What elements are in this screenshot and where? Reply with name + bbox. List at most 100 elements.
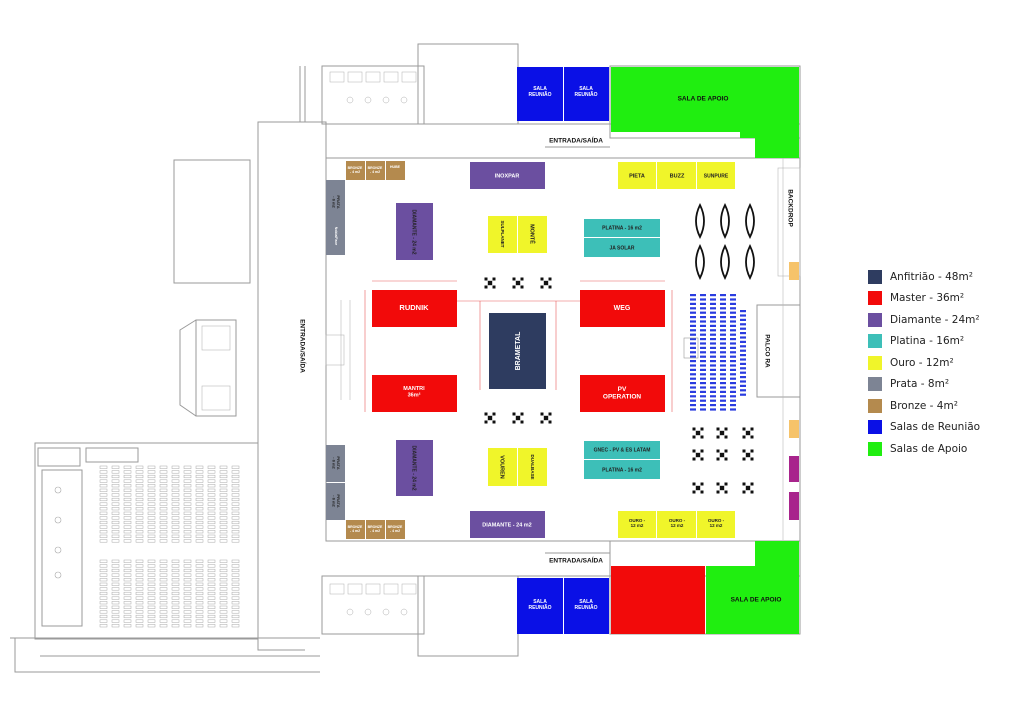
booth-ouro-2[interactable] (657, 511, 696, 538)
auditorium-seat (195, 497, 204, 502)
booth-ja-solar[interactable] (584, 238, 660, 257)
booth-buzz[interactable] (657, 162, 696, 189)
booth-gnec[interactable] (584, 441, 660, 459)
cocktail-stool (484, 412, 488, 416)
booth-diamante-left-top[interactable] (396, 203, 433, 260)
auditorium-seat (183, 474, 192, 479)
stage-chair (710, 324, 716, 327)
auditorium-seat (219, 479, 228, 483)
booth-hube[interactable] (386, 161, 405, 180)
auditorium-seat (147, 539, 156, 543)
auditorium-seat (135, 511, 144, 515)
cocktail-stool (492, 285, 496, 289)
stage-chair (730, 395, 736, 398)
booth-bronze-1[interactable] (346, 161, 365, 180)
auditorium-seat (123, 516, 132, 520)
auditorium-seat (231, 465, 240, 469)
stage-chair (740, 376, 746, 379)
auditorium-seat (219, 530, 228, 534)
auditorium-seat (195, 516, 204, 520)
auditorium-seat (171, 591, 180, 596)
meeting-room-1[interactable] (517, 67, 563, 121)
restroom-stall (401, 71, 417, 83)
stage-chair (720, 351, 726, 354)
booth-prata-bottom-b[interactable] (326, 483, 345, 520)
booth-prata-top-label: PRATA- 8 m2 (331, 195, 341, 208)
auditorium-seat (159, 502, 168, 506)
stage-chair (710, 395, 716, 398)
auditorium-seat (99, 534, 108, 538)
auditorium-seat (183, 516, 192, 520)
booth-platina-1[interactable] (584, 219, 660, 237)
lounge-chair (695, 243, 705, 281)
auditorium-seat (195, 610, 204, 614)
stage-chair (730, 324, 736, 327)
booth-sulplanet[interactable] (488, 216, 517, 253)
stage-chair (690, 342, 696, 345)
auditorium-seat (111, 596, 120, 600)
booth-pieta[interactable] (618, 162, 656, 189)
booth-bronze-5[interactable] (386, 520, 405, 539)
auditorium-seat (171, 465, 180, 469)
master-room-bottom[interactable] (611, 566, 705, 634)
booth-prata-top[interactable] (326, 180, 345, 255)
auditorium-seat (135, 488, 144, 492)
booth-dualbase[interactable] (518, 448, 547, 486)
booth-rudnik[interactable] (372, 290, 457, 327)
booth-prata-bottom-a[interactable] (326, 445, 345, 482)
meeting-room-4[interactable] (564, 578, 609, 634)
stage-chair (700, 355, 706, 358)
stage-chair (720, 364, 726, 367)
cocktail-table (487, 415, 493, 421)
booth-diamante-left-bottom[interactable] (396, 440, 433, 496)
booth-ouro-1[interactable] (618, 511, 656, 538)
meeting-room-3[interactable] (517, 578, 563, 634)
support-room-top[interactable] (611, 67, 799, 158)
stage-chair (690, 373, 696, 376)
auditorium-seat (99, 624, 108, 628)
auditorium-seat (231, 564, 240, 568)
legend-item: Ouro - 12m² (868, 352, 1018, 374)
booth-brametal[interactable] (489, 313, 546, 389)
legend-label: Prata - 8m² (890, 378, 950, 391)
auditorium-seat (123, 493, 132, 497)
booth-prata-bottom-a-label: PRATA- 8 m2 (331, 456, 341, 469)
auditorium-seat (219, 610, 228, 614)
booth-bronze-2[interactable] (366, 161, 385, 180)
booth-diamante-bottom[interactable] (470, 511, 545, 538)
auditorium-seat (219, 511, 228, 515)
stage-chair (720, 324, 726, 327)
auditorium-seat (99, 474, 108, 479)
support-room-bottom[interactable] (706, 541, 799, 634)
auditorium-seat (219, 614, 228, 619)
auditorium-seat (99, 573, 108, 577)
booth-bronze-4[interactable] (366, 520, 385, 539)
booth-pv-operation[interactable] (580, 375, 665, 412)
auditorium-seat (231, 511, 240, 515)
booth-platina-2[interactable] (584, 460, 660, 479)
booth-sunpure[interactable] (697, 162, 735, 189)
stage-chair (720, 316, 726, 319)
auditorium-seat (159, 568, 168, 573)
stage-chair (690, 364, 696, 367)
booth-weg[interactable] (580, 290, 665, 327)
auditorium-seat (147, 582, 156, 586)
booth-vouren[interactable] (488, 448, 517, 486)
legend-item: Bronze - 4m² (868, 395, 1018, 417)
stage-chair (710, 377, 716, 380)
booth-mantri[interactable] (372, 375, 457, 412)
auditorium-seat (207, 516, 216, 520)
auditorium-seat (111, 493, 120, 497)
meeting-room-2[interactable] (564, 67, 609, 121)
stage-chair (710, 390, 716, 393)
booth-bronze-3[interactable] (346, 520, 365, 539)
booth-prata-bottom-b-label: PRATA- 8 m2 (331, 494, 341, 507)
booth-inoxpar[interactable] (470, 162, 545, 189)
auditorium-seat (231, 539, 240, 543)
auditorium-seat (219, 578, 228, 582)
auditorium-seat (147, 516, 156, 520)
booth-monte[interactable] (518, 216, 547, 253)
booth-ouro-3[interactable] (697, 511, 735, 538)
